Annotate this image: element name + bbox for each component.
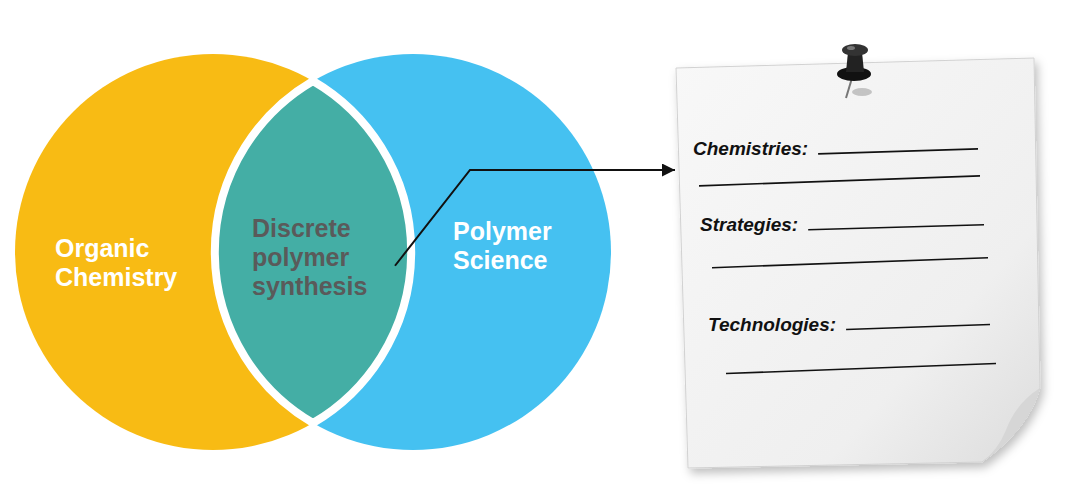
note-lines	[699, 149, 996, 374]
note-heading: Technologies:	[708, 314, 836, 336]
region-label: Discrete polymer synthesis	[252, 214, 390, 300]
note-heading: Strategies:	[700, 214, 798, 236]
arrow-connector	[395, 170, 675, 266]
venn-overlap: Discrete polymer synthesis	[252, 214, 390, 300]
region-label: Polymer Science	[453, 217, 588, 275]
note-paper	[676, 58, 1048, 470]
region-label: Organic Chemistry	[55, 234, 203, 292]
note-heading: Chemistries:	[693, 138, 808, 160]
pinned-note: Chemistries: Strategies: Technologies:	[676, 58, 1048, 470]
pushpin	[837, 44, 872, 98]
